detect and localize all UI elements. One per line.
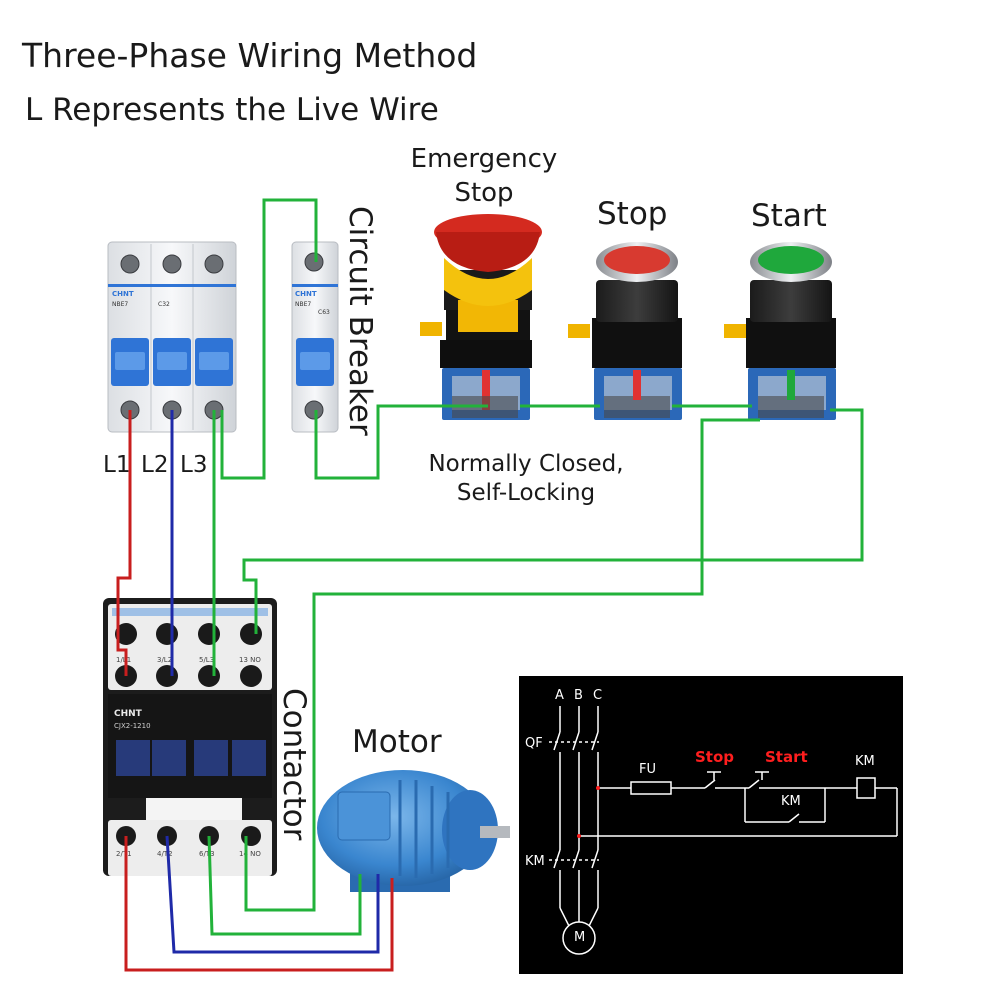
- start-button: [724, 242, 836, 420]
- contactor-brand: CHNT: [114, 709, 143, 719]
- wire-control-feed: [220, 198, 318, 480]
- schematic-phase-b: B: [574, 688, 583, 703]
- terminal-top-4: 13 NO: [239, 656, 261, 664]
- wire-start-to-contactor-13: [242, 408, 864, 634]
- motor-label: Motor: [352, 724, 442, 760]
- l3-label: L3: [180, 452, 208, 478]
- breaker-3p-model: NBE7: [112, 301, 128, 308]
- schematic-km-aux: KM: [781, 794, 801, 809]
- wire-breaker-to-estop: [314, 404, 488, 480]
- emergency-stop-label: Emergency Stop: [410, 144, 558, 208]
- terminal-bottom-1: 2/T1: [116, 850, 132, 858]
- terminal-top-1: 1/L1: [116, 656, 131, 664]
- stop-button: [568, 242, 682, 420]
- schematic-drawing: [549, 706, 898, 955]
- schematic-phase-c: C: [593, 688, 603, 703]
- l2-label: L2: [141, 452, 169, 478]
- single-pole-breaker: CHNT NBE7 C63: [291, 241, 339, 433]
- terminal-bottom-4: 14 NO: [239, 850, 261, 858]
- schematic-qf: QF: [525, 736, 543, 751]
- terminal-top-3: 5/L3: [199, 656, 214, 664]
- breaker-3p-rating: C32: [158, 301, 170, 308]
- terminal-bottom-3: 6/T3: [199, 850, 215, 858]
- l1-label: L1: [103, 452, 131, 478]
- wire-l1: [116, 410, 132, 676]
- emergency-stop-button: [420, 214, 542, 420]
- circuit-breaker-label: Circuit Breaker: [342, 206, 378, 436]
- wires: [116, 198, 864, 972]
- breaker-3p-brand: CHNT: [112, 290, 134, 298]
- schematic-km-coil: KM: [855, 754, 875, 769]
- schematic-panel: A B C QF FU Stop Start KM KM KM M: [519, 676, 903, 974]
- schematic-km-main: KM: [525, 854, 545, 869]
- contactor-device: CHNT CJX2-1210 1/L1 3/L2 5/L3 13 NO 2/T1…: [103, 598, 277, 876]
- schematic-stop: Stop: [695, 748, 735, 766]
- wire-t1: [124, 836, 394, 972]
- schematic-motor: M: [574, 930, 586, 945]
- schematic-fu: FU: [639, 762, 656, 777]
- motor-device: [317, 770, 510, 892]
- terminal-bottom-2: 4/T2: [157, 850, 173, 858]
- start-label: Start: [751, 198, 827, 234]
- page-title: Three-Phase Wiring Method: [22, 36, 478, 75]
- breaker-1p-brand: CHNT: [295, 290, 317, 298]
- wire-t3: [207, 835, 362, 936]
- wire-t2: [165, 835, 380, 954]
- normally-closed-label: Normally Closed, Self-Locking: [428, 451, 624, 506]
- three-pole-breaker: CHNT NBE7 C32: [107, 241, 237, 433]
- breaker-1p-rating: C63: [318, 309, 330, 316]
- schematic-start: Start: [765, 748, 808, 766]
- breaker-1p-model: NBE7: [295, 301, 311, 308]
- contactor-label: Contactor: [276, 688, 312, 841]
- stop-label: Stop: [597, 196, 668, 232]
- schematic-phase-a: A: [555, 688, 564, 703]
- page-subtitle: L Represents the Live Wire: [25, 92, 439, 128]
- terminal-top-2: 3/L2: [157, 656, 172, 664]
- contactor-model: CJX2-1210: [114, 722, 151, 730]
- wire-start-to-contactor-14: [244, 418, 760, 912]
